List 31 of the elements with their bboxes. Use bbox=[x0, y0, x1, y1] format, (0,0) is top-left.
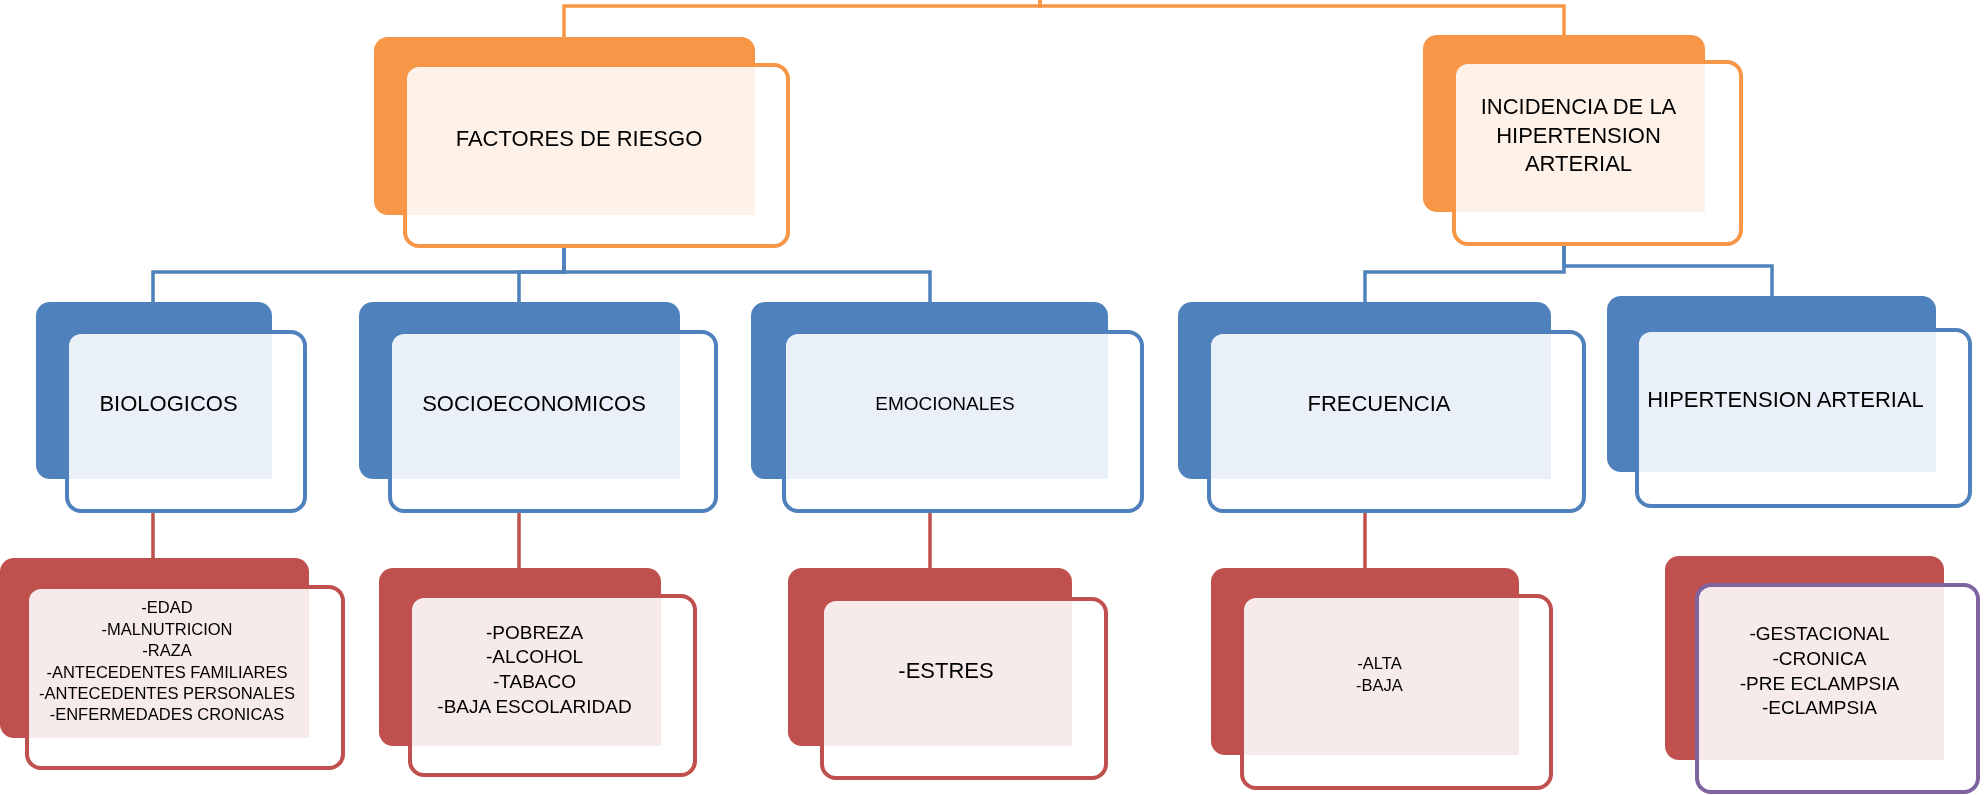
connector-line bbox=[151, 513, 155, 558]
list-item: -RAZA bbox=[142, 640, 192, 662]
list-item: -BAJA ESCOLARIDAD bbox=[437, 694, 632, 719]
list-item: -PRE ECLAMPSIA bbox=[1739, 671, 1900, 696]
list-item: -EDAD bbox=[141, 597, 193, 619]
list-item: -GESTACIONAL bbox=[1749, 622, 1890, 647]
box-title: BIOLOGICOS bbox=[99, 390, 238, 419]
list-item: -CRONICA bbox=[1772, 646, 1867, 671]
list-item: -ALCOHOL bbox=[485, 645, 584, 670]
box-title: INCIDENCIA DE LA HIPERTENSION ARTERIAL bbox=[1479, 93, 1678, 179]
box-title: FACTORES DE RIESGO bbox=[455, 124, 703, 153]
list-item: -ESTRES bbox=[898, 657, 994, 686]
list-item: -ENFERMEDADES CRONICAS bbox=[49, 704, 285, 726]
connector-line bbox=[1038, 0, 1566, 35]
box-title: SOCIOECONOMICOS bbox=[422, 390, 646, 419]
box-title: FRECUENCIA bbox=[1307, 390, 1451, 419]
connector-line bbox=[517, 513, 521, 568]
box-title: HIPERTENSION ARTERIAL bbox=[1647, 385, 1924, 414]
list-item: -ECLAMPSIA bbox=[1761, 696, 1878, 721]
connector-line bbox=[928, 513, 932, 568]
connector-line bbox=[1363, 513, 1367, 568]
list-item: -ALTA bbox=[1357, 653, 1402, 675]
connector-line bbox=[1562, 246, 1774, 296]
connector-line bbox=[562, 248, 932, 302]
list-item: -ANTECEDENTES FAMILIARES bbox=[46, 661, 288, 683]
list-item: -BAJA bbox=[1356, 674, 1403, 696]
list-item: -ANTECEDENTES PERSONALES bbox=[39, 682, 295, 704]
list-item: -TABACO bbox=[492, 670, 576, 694]
list-item: -MALNUTRICION bbox=[101, 618, 233, 640]
box-title: EMOCIONALES bbox=[875, 392, 1015, 417]
list-item: -POBREZA bbox=[485, 620, 584, 645]
